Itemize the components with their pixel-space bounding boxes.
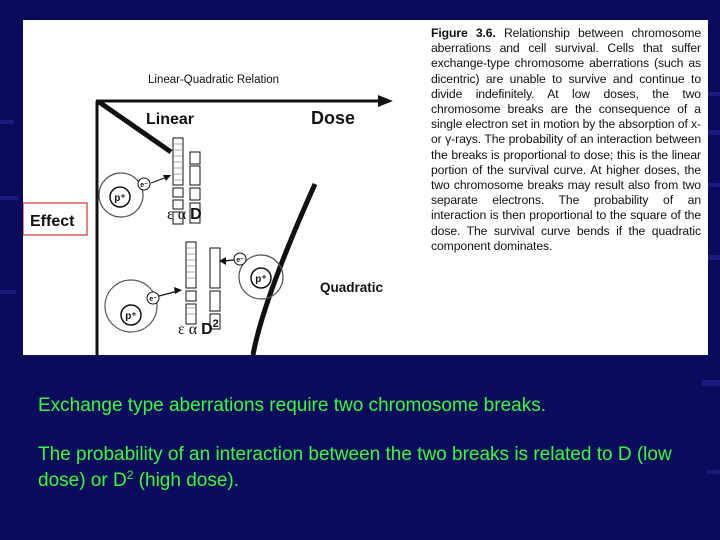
chromosome-pair-bottom xyxy=(185,241,221,330)
linear-label: Linear xyxy=(146,111,194,128)
linear-quadratic-diagram: Linear-Quadratic Relation Linear Dose Qu… xyxy=(23,74,393,355)
linear-curve xyxy=(97,99,173,155)
chromosome-pair-top xyxy=(172,137,201,225)
equation-quadratic: ε α D2 xyxy=(178,318,219,338)
svg-text:p⁺: p⁺ xyxy=(125,311,136,322)
dose-arrow-icon xyxy=(378,95,393,107)
svg-text:e⁻: e⁻ xyxy=(149,296,157,303)
figure-panel: Linear-Quadratic Relation Linear Dose Qu… xyxy=(23,20,708,355)
svg-text:p⁺: p⁺ xyxy=(114,193,125,204)
effect-label: Effect xyxy=(30,213,75,230)
effect-box xyxy=(23,202,88,236)
dose-label: Dose xyxy=(311,108,355,128)
atom-icon: p⁺ e⁻ xyxy=(98,172,171,218)
quadratic-curve xyxy=(250,182,318,355)
atom-icon: p⁺ e⁻ xyxy=(219,252,284,300)
text-line-2: The probability of an interaction betwee… xyxy=(38,444,672,491)
quadratic-label: Quadratic xyxy=(320,280,384,295)
svg-text:p⁺: p⁺ xyxy=(255,274,266,285)
figure-caption-text: Relationship between chromosome aberrati… xyxy=(431,26,701,253)
svg-text:e⁻: e⁻ xyxy=(236,257,244,264)
equation-linear: ε α D xyxy=(167,206,202,223)
svg-text:e⁻: e⁻ xyxy=(140,182,148,189)
diagram-title: Linear-Quadratic Relation xyxy=(148,74,279,86)
text-line-1: Exchange type aberrations require two ch… xyxy=(38,395,546,416)
atom-icon: p⁺ e⁻ xyxy=(104,279,182,333)
figure-label: Figure 3.6. xyxy=(431,26,496,40)
figure-caption: Figure 3.6. Relationship between chromos… xyxy=(431,26,701,254)
